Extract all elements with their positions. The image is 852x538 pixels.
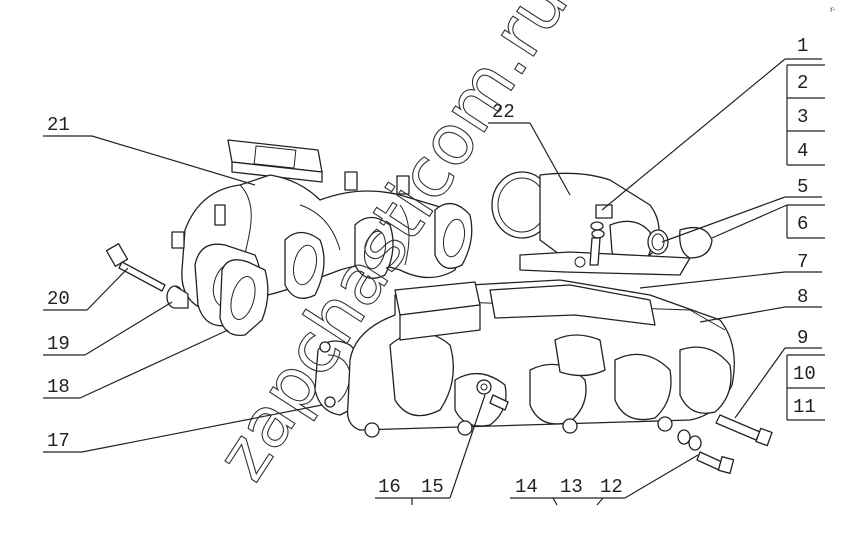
callout-3: 3 <box>797 106 808 128</box>
callout-2: 2 <box>797 72 808 94</box>
intake-manifold <box>319 279 735 438</box>
callout-6: 6 <box>797 213 808 235</box>
plug-6 <box>679 226 713 259</box>
bolt-20 <box>105 243 166 292</box>
callout-11: 11 <box>793 396 816 418</box>
callout-9: 9 <box>797 327 808 349</box>
callout-box-6 <box>786 204 825 239</box>
callout-19: 19 <box>47 333 70 355</box>
callout-15: 15 <box>421 476 444 498</box>
callout-labels: 1 2 3 4 5 6 7 8 9 10 11 12 13 14 15 16 1… <box>47 35 816 498</box>
plug-16 <box>489 394 509 411</box>
bolt-9 <box>715 414 773 447</box>
callout-13: 13 <box>560 476 583 498</box>
plug-15 <box>476 379 492 395</box>
callout-box-10-11 <box>786 354 825 421</box>
callout-22: 22 <box>492 101 515 123</box>
nut-washer-stack <box>589 204 613 266</box>
callout-20: 20 <box>47 288 70 310</box>
callout-14: 14 <box>515 476 538 498</box>
callout-16: 16 <box>378 476 401 498</box>
callout-18: 18 <box>47 376 70 398</box>
plug-5 <box>647 229 669 255</box>
callout-10: 10 <box>793 363 816 385</box>
callout-12: 12 <box>600 476 623 498</box>
callout-box-2-4 <box>786 64 825 166</box>
callout-8: 8 <box>797 286 808 308</box>
egr-plate <box>519 251 691 276</box>
callout-21: 21 <box>47 114 70 136</box>
corner-mark: r- <box>830 5 836 14</box>
callout-17: 17 <box>47 430 70 452</box>
egr-housing <box>491 171 660 267</box>
callout-4: 4 <box>797 140 808 162</box>
leader-lines <box>43 58 822 506</box>
callout-7: 7 <box>797 251 808 273</box>
callout-1: 1 <box>797 35 808 57</box>
callout-5: 5 <box>797 176 808 198</box>
exhaust-gasket <box>219 259 269 337</box>
bolt-12 <box>677 429 735 474</box>
